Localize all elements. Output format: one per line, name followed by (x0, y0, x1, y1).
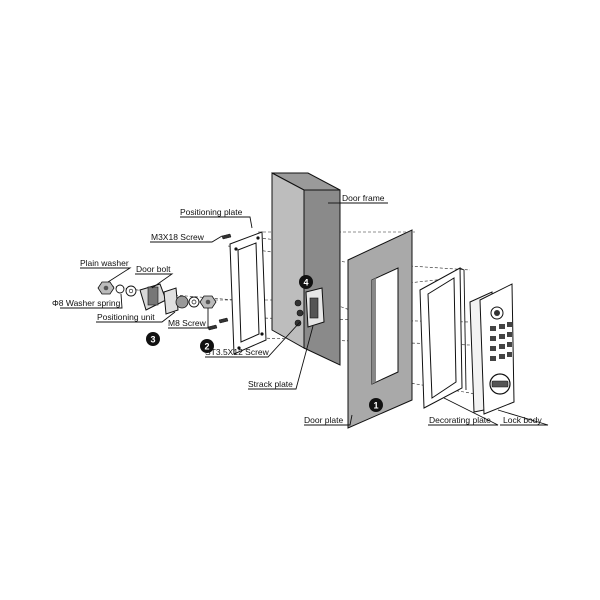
door-frame (271, 172, 341, 366)
label-washer-spring: Φ8 Washer spring (52, 298, 121, 308)
svg-text:3: 3 (150, 335, 155, 345)
svg-text:1: 1 (373, 401, 378, 411)
positioning-plate (229, 231, 267, 355)
step-badge-3: 3 (146, 332, 160, 346)
label-plain-washer: Plain washer (80, 258, 129, 268)
label-door-plate: Door plate (304, 415, 343, 425)
svg-text:4: 4 (303, 278, 308, 288)
keypad (490, 322, 512, 361)
m3x18-screws (207, 233, 232, 331)
lock-body (469, 283, 515, 415)
label-m3x18-screw: M3X18 Screw (151, 232, 205, 242)
step-badge-1: 1 (369, 398, 383, 412)
step-badge-2: 2 (200, 339, 214, 353)
label-door-bolt: Door bolt (136, 264, 171, 274)
label-st35x12-screw: ST3.5X12 Screw (205, 347, 270, 357)
leader-lines (60, 202, 549, 426)
svg-text:2: 2 (204, 342, 209, 352)
door-plate (347, 229, 413, 429)
text-labels: Positioning plate Door frame M3X18 Screw… (52, 193, 542, 425)
positioning-unit (163, 287, 189, 315)
washer-spring (115, 284, 125, 294)
step-badges: 1 2 3 4 (146, 275, 383, 412)
label-strack-plate: Strack plate (248, 379, 293, 389)
st35-screws (294, 299, 304, 327)
door-bolt-assembly (97, 281, 217, 315)
step-badge-4: 4 (299, 275, 313, 289)
label-door-frame: Door frame (342, 193, 385, 203)
label-decorating-plate: Decorating plate (429, 415, 491, 425)
label-positioning-plate: Positioning plate (180, 207, 243, 217)
decorating-plate (419, 267, 467, 409)
label-m8-screw: M8 Screw (168, 318, 207, 328)
strack-plate (305, 287, 325, 328)
label-lock-body: Lock body (503, 415, 542, 425)
label-positioning-unit: Positioning unit (97, 312, 155, 322)
